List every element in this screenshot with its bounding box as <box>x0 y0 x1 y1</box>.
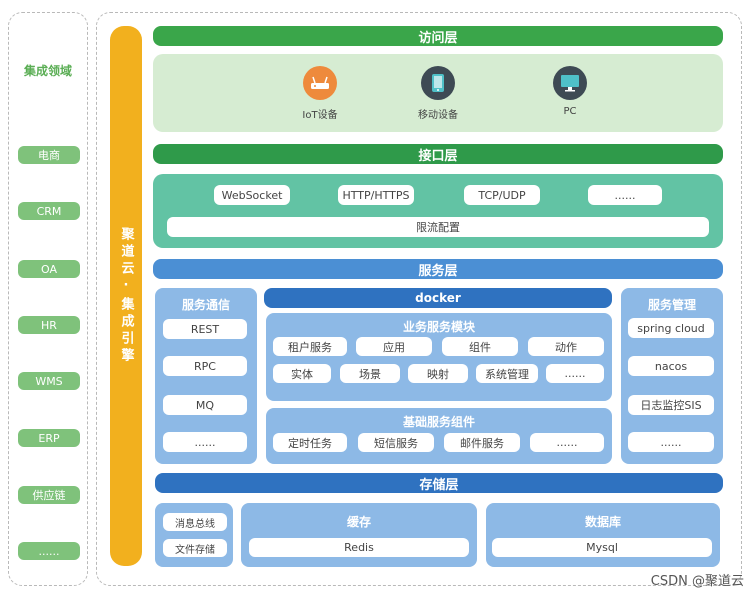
business-module-box <box>266 313 612 401</box>
protocol-websocket: WebSocket <box>214 185 290 205</box>
architecture-frame <box>96 12 742 586</box>
monitor-icon <box>553 66 587 100</box>
basic-email: 邮件服务 <box>444 433 520 452</box>
database-mysql: Mysql <box>492 538 712 557</box>
biz-component: 组件 <box>442 337 518 356</box>
docker-header: docker <box>264 288 612 308</box>
biz-tenant: 租户服务 <box>273 337 347 356</box>
business-module-title: 业务服务模块 <box>402 320 475 334</box>
watermark: CSDN @聚道云 <box>650 574 744 589</box>
domain-item-wms: WMS <box>18 372 80 390</box>
biz-entity: 实体 <box>273 364 331 383</box>
comm-rpc: RPC <box>163 356 247 376</box>
integration-domain-title: 集成领域 <box>23 64 72 78</box>
biz-system-mgmt: 系统管理 <box>476 364 538 383</box>
service-comm-title: 服务通信 <box>181 298 230 312</box>
comm-mq: MQ <box>163 395 247 415</box>
storage-file: 文件存储 <box>163 539 227 557</box>
biz-app: 应用 <box>356 337 432 356</box>
protocol-http: HTTP/HTTPS <box>338 185 414 205</box>
pc-device-label: PC <box>563 106 577 117</box>
storage-layer-header: 存储层 <box>155 473 723 493</box>
database-title: 数据库 <box>584 515 621 529</box>
integration-engine-label: 聚道云·集成引擎 <box>118 227 134 365</box>
basic-sms: 短信服务 <box>358 433 434 452</box>
iot-device-label: IoT设备 <box>302 110 338 121</box>
domain-item-hr: HR <box>18 316 80 334</box>
domain-item-more: ...... <box>18 542 80 560</box>
mgmt-spring-cloud: spring cloud <box>628 318 714 338</box>
domain-item-crm: CRM <box>18 202 80 220</box>
integration-engine-bar: 聚道云·集成引擎 <box>110 26 142 566</box>
mgmt-more: ...... <box>628 432 714 452</box>
biz-action: 动作 <box>528 337 604 356</box>
biz-mapping: 映射 <box>408 364 468 383</box>
mgmt-nacos: nacos <box>628 356 714 376</box>
domain-item-oa: OA <box>18 260 80 278</box>
pc-device: PC <box>540 66 600 117</box>
comm-more: ...... <box>163 432 247 452</box>
basic-more: ...... <box>530 433 604 452</box>
biz-scene: 场景 <box>340 364 400 383</box>
protocol-more: ...... <box>588 185 662 205</box>
protocol-tcp: TCP/UDP <box>464 185 540 205</box>
mgmt-log-monitor: 日志监控SIS <box>628 395 714 415</box>
mobile-icon <box>421 66 455 100</box>
service-layer-header: 服务层 <box>153 259 723 279</box>
router-icon <box>303 66 337 100</box>
access-layer-header: 访问层 <box>153 26 723 46</box>
domain-item-ecommerce: 电商 <box>18 146 80 164</box>
mobile-device-label: 移动设备 <box>418 110 458 121</box>
rate-limit-config: 限流配置 <box>167 217 709 237</box>
basic-components-title: 基础服务组件 <box>402 415 475 429</box>
iot-device: IoT设备 <box>290 66 350 121</box>
storage-message-bus: 消息总线 <box>163 513 227 531</box>
cache-redis: Redis <box>249 538 469 557</box>
service-mgmt-title: 服务管理 <box>647 298 696 312</box>
cache-title: 缓存 <box>346 515 371 529</box>
interface-layer-header: 接口层 <box>153 144 723 164</box>
basic-scheduled-task: 定时任务 <box>273 433 347 452</box>
biz-more: ...... <box>546 364 604 383</box>
domain-item-supply-chain: 供应链 <box>18 486 80 504</box>
integration-domain-panel <box>8 12 88 586</box>
comm-rest: REST <box>163 319 247 339</box>
mobile-device: 移动设备 <box>408 66 468 121</box>
domain-item-erp: ERP <box>18 429 80 447</box>
